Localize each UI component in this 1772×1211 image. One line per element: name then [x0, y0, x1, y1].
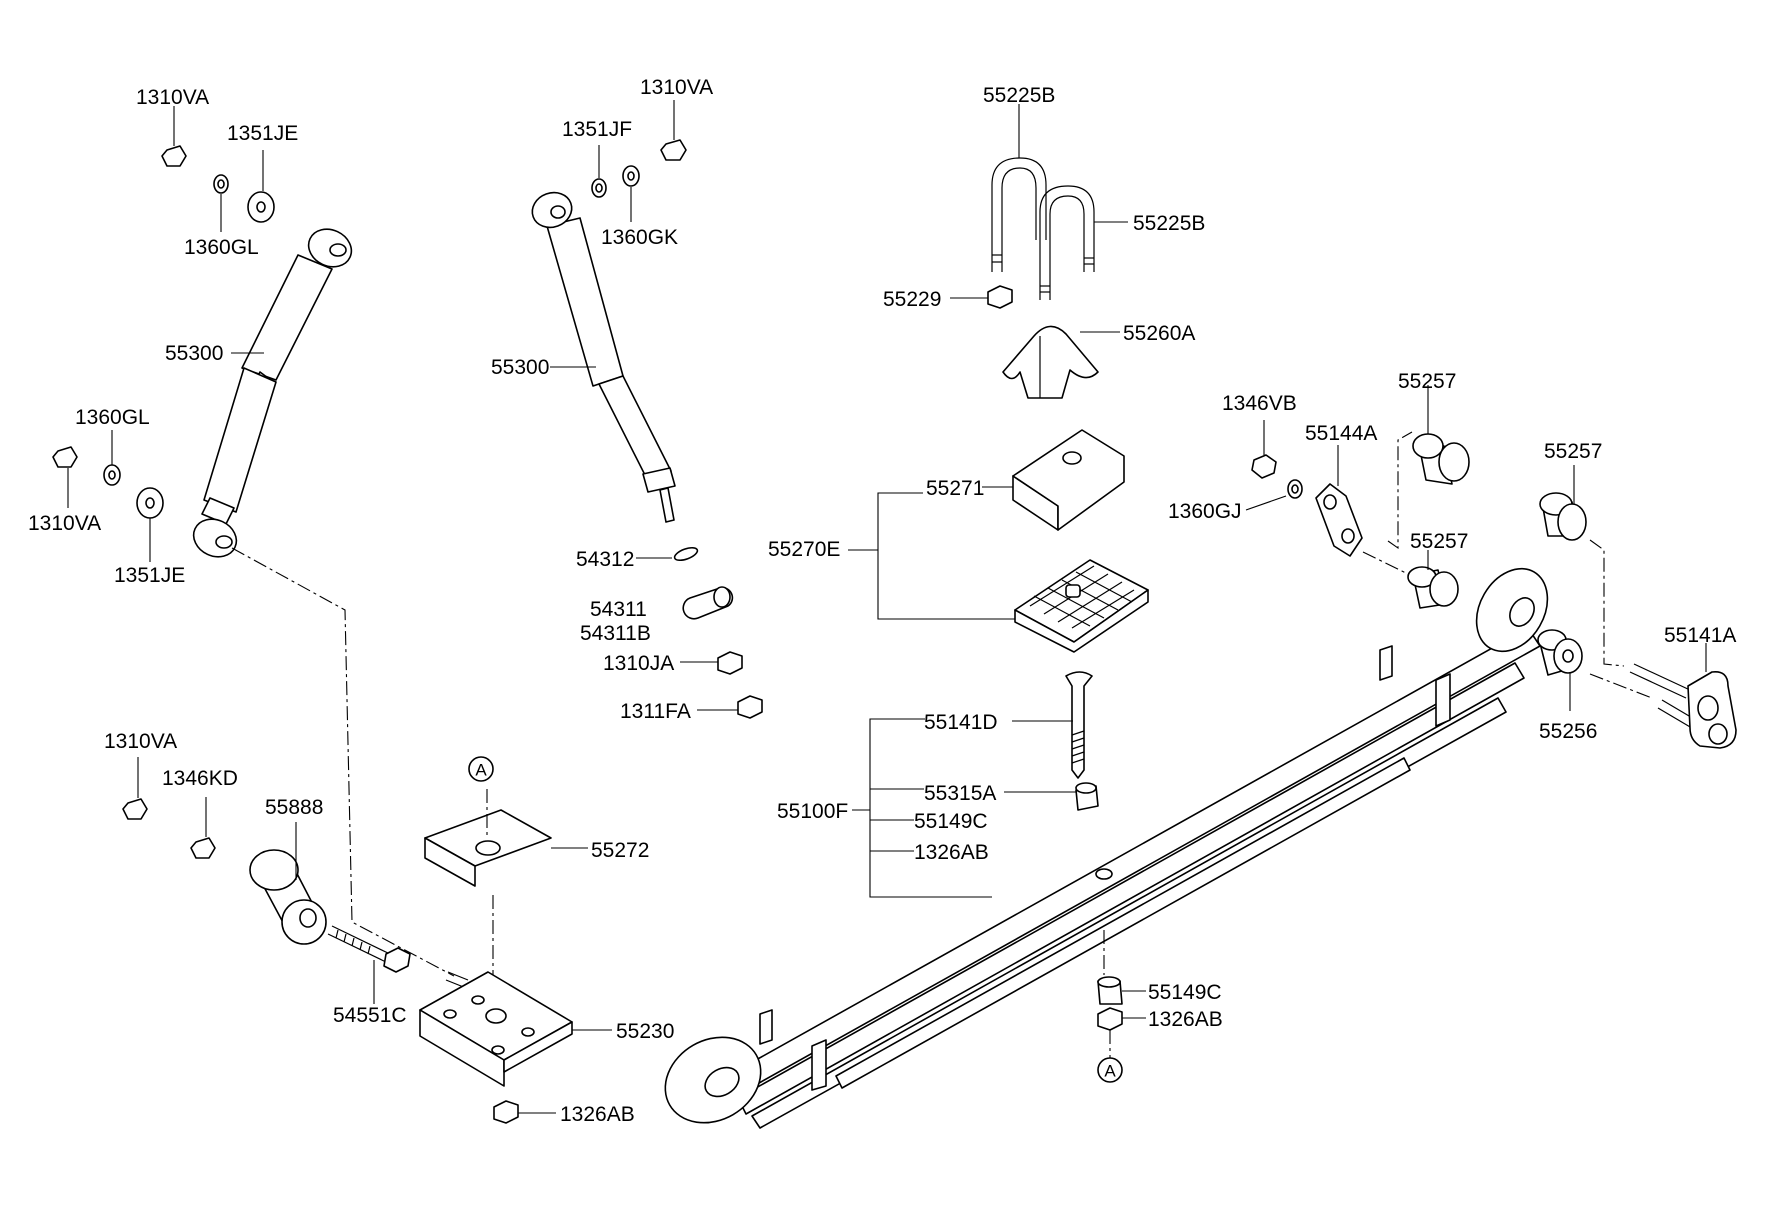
label-1360gj: 1360GJ	[1168, 500, 1242, 523]
washer-1360gl-mid-left[interactable]	[103, 430, 121, 486]
bushing-55257-middle[interactable]	[1407, 550, 1459, 609]
label-1326ab-bracket: 1326AB	[914, 841, 989, 864]
bushing-55257-right[interactable]	[1539, 465, 1587, 541]
washer-1360gj[interactable]	[1245, 479, 1303, 511]
label-55272: 55272	[591, 839, 649, 862]
u-bolt-55225b-front[interactable]	[991, 157, 1095, 300]
label-1310va-mid-left: 1310VA	[28, 512, 101, 535]
nut-1326ab-center[interactable]	[1097, 1007, 1146, 1031]
bushing-55257-upper[interactable]	[1412, 385, 1470, 485]
label-55257-right: 55257	[1544, 440, 1602, 463]
nut-1326ab-bottom-left[interactable]	[493, 1100, 556, 1124]
nut-55229[interactable]	[950, 285, 1013, 309]
reference-marker-a-bottom: A	[1097, 1057, 1123, 1083]
label-55257-top: 55257	[1398, 370, 1456, 393]
leaf-spring-55100f[interactable]	[650, 556, 1562, 1140]
label-1346vb: 1346VB	[1222, 392, 1297, 415]
nut-1346kd[interactable]	[190, 797, 216, 859]
bumper-55888[interactable]	[249, 822, 327, 945]
shackle-55141a[interactable]	[1629, 643, 1737, 749]
label-55149c-bottom: 55149C	[1148, 981, 1222, 1004]
label-55144a: 55144A	[1305, 422, 1377, 445]
hanger-55144a[interactable]	[1315, 445, 1363, 557]
label-55141d: 55141D	[924, 711, 998, 734]
shock-absorber-center[interactable]	[527, 187, 676, 523]
nut-55315a[interactable]	[1075, 782, 1099, 811]
seat-55260a[interactable]	[1002, 325, 1099, 399]
shock-absorber-left[interactable]	[187, 222, 357, 563]
cap-55271[interactable]	[1012, 429, 1125, 531]
reference-marker-a-top: A	[468, 756, 494, 782]
label-55230: 55230	[616, 1020, 674, 1043]
label-54311b: 54311B	[580, 622, 651, 645]
washer-1360gl-top-left[interactable]	[213, 174, 229, 232]
label-55149c-bracket: 55149C	[914, 810, 988, 833]
bushing-54311[interactable]	[682, 586, 734, 620]
label-55256: 55256	[1539, 720, 1597, 743]
label-55271: 55271	[926, 477, 984, 500]
label-55229: 55229	[883, 288, 941, 311]
label-55100f: 55100F	[777, 800, 848, 823]
label-55257-middle: 55257	[1410, 530, 1468, 553]
label-55141a: 55141A	[1664, 624, 1736, 647]
nut-1310va-top-left[interactable]	[161, 106, 187, 167]
washer-54312[interactable]	[636, 545, 699, 563]
label-1351jf: 1351JF	[562, 118, 632, 141]
bushing-55256[interactable]	[1537, 629, 1583, 711]
label-1360gl-mid-left: 1360GL	[75, 406, 150, 429]
nut-1346vb[interactable]	[1251, 420, 1277, 479]
pad-55270e[interactable]	[1014, 559, 1149, 653]
nut-1310va-mid-left[interactable]	[52, 446, 78, 508]
label-1351je-top-left: 1351JE	[227, 122, 298, 145]
spacer-55149c[interactable]	[1097, 976, 1146, 1005]
nut-1310va-bottom-left[interactable]	[122, 757, 148, 820]
label-1310ja: 1310JA	[603, 652, 674, 675]
label-1326ab-bottom-left: 1326AB	[560, 1103, 635, 1126]
center-bolt-55141d[interactable]	[1065, 671, 1093, 779]
washer-1351je-mid-left[interactable]	[136, 487, 164, 562]
label-55260a: 55260A	[1123, 322, 1195, 345]
svg-text:A: A	[1104, 1062, 1116, 1081]
label-55315a: 55315A	[924, 782, 996, 805]
label-54312: 54312	[576, 548, 634, 571]
label-1311fa: 1311FA	[620, 700, 691, 723]
nut-1311fa[interactable]	[697, 695, 763, 719]
seat-55272[interactable]	[424, 809, 588, 887]
label-55270e: 55270E	[768, 538, 840, 561]
label-55888: 55888	[265, 796, 323, 819]
washer-1360gk[interactable]	[622, 165, 640, 222]
label-1360gk: 1360GK	[601, 226, 678, 249]
label-55300-center: 55300	[491, 356, 549, 379]
label-54311: 54311	[590, 598, 647, 621]
nut-1310ja[interactable]	[680, 651, 743, 675]
washer-1351jf[interactable]	[591, 145, 607, 198]
label-1360gl-top-left: 1360GL	[184, 236, 259, 259]
label-1346kd: 1346KD	[162, 767, 238, 790]
label-1310va-top-left: 1310VA	[136, 86, 209, 109]
nut-1310va-center[interactable]	[660, 100, 687, 161]
label-55225b-top: 55225B	[983, 84, 1055, 107]
label-1310va-center: 1310VA	[640, 76, 713, 99]
label-1351je-mid-left: 1351JE	[114, 564, 185, 587]
label-1326ab-bottom: 1326AB	[1148, 1008, 1223, 1031]
label-54551c: 54551C	[333, 1004, 407, 1027]
label-55225b-right: 55225B	[1133, 212, 1205, 235]
bolt-54551c[interactable]	[327, 925, 411, 1004]
washer-1351je-top-left[interactable]	[247, 150, 275, 223]
svg-text:A: A	[475, 761, 487, 780]
plate-55230[interactable]	[419, 971, 612, 1087]
label-1310va-bottom-left: 1310VA	[104, 730, 177, 753]
label-55300-left: 55300	[165, 342, 223, 365]
